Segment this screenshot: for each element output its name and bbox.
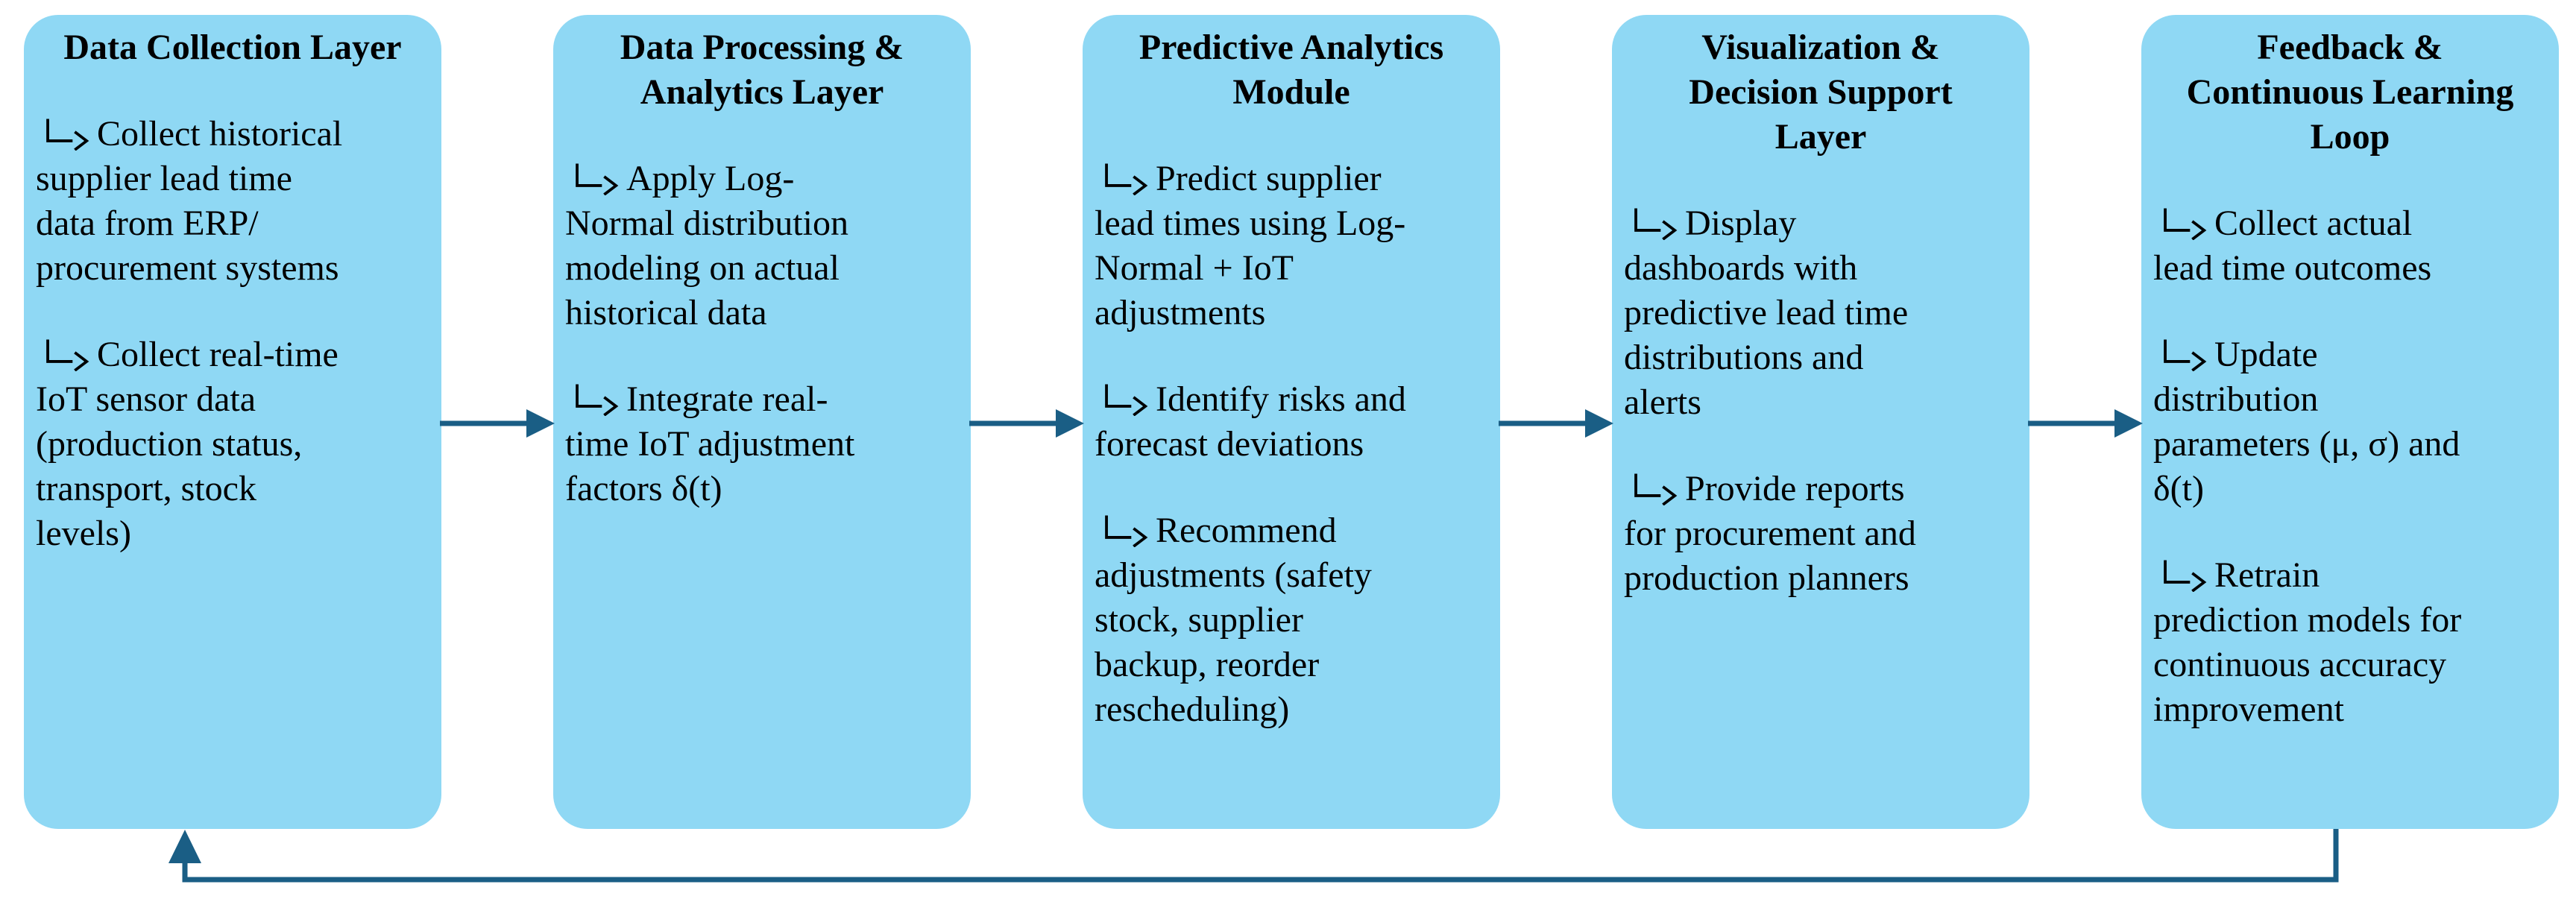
bullet-text: Collect historical supplier lead time da… [36,114,343,288]
bullet-item: Apply Log- Normal distribution modeling … [565,157,959,335]
box-title: Feedback & Continuous Learning Loop [2186,28,2514,157]
branch-arrow-icon [1105,515,1148,547]
box-data-processing-analytics-layer: Data Processing & Analytics Layer Apply … [553,15,971,829]
bullet-item: Integrate real- time IoT adjustment fact… [565,377,959,511]
bullet-text: Collect actual lead time outcomes [2153,204,2432,288]
flow-arrow-box2-to-box3 [969,409,1084,438]
branch-arrow-icon [1105,384,1148,416]
feedback-loop-arrow [169,829,2339,883]
box-title: Data Collection Layer [63,28,402,67]
bullet-item: Recommend adjustments (safety stock, sup… [1095,508,1488,732]
box-title: Data Processing & Analytics Layer [620,28,904,112]
bullet-text: Retrain prediction models for continuous… [2153,555,2462,729]
bullet-text: Provide reports for procurement and prod… [1624,469,1916,598]
branch-arrow-icon [2164,339,2207,371]
branch-arrow-icon [1634,208,1678,240]
bullet-item: Predict supplier lead times using Log- N… [1095,157,1488,335]
bullet-item: Retrain prediction models for continuous… [2153,553,2547,732]
bullet-text: Update distribution parameters (μ, σ) an… [2153,335,2460,508]
bullet-item: Provide reports for procurement and prod… [1624,467,2018,601]
bullet-item: Collect actual lead time outcomes [2153,201,2547,291]
flow-arrow-box4-to-box5 [2028,409,2143,438]
flow-arrow-box3-to-box4 [1499,409,1613,438]
branch-arrow-icon [2164,208,2207,240]
box-data-collection-layer: Data Collection Layer Collect historical… [24,15,441,829]
bullet-text: Integrate real- time IoT adjustment fact… [565,379,855,508]
branch-arrow-icon [1105,163,1148,195]
bullet-item: Collect real-time IoT sensor data (produ… [36,332,429,556]
bullet-text: Identify risks and forecast deviations [1095,379,1406,464]
box-title: Visualization & Decision Support Layer [1689,28,1953,157]
flow-arrow-box1-to-box2 [440,409,555,438]
bullet-text: Collect real-time IoT sensor data (produ… [36,335,338,553]
bullet-text: Predict supplier lead times using Log- N… [1095,159,1406,332]
bullet-text: Apply Log- Normal distribution modeling … [565,159,848,332]
box-predictive-analytics-module: Predictive Analytics Module Predict supp… [1083,15,1500,829]
bullet-item: Collect historical supplier lead time da… [36,112,429,291]
bullet-item: Identify risks and forecast deviations [1095,377,1488,467]
branch-arrow-icon [2164,560,2207,592]
bullet-item: Display dashboards with predictive lead … [1624,201,2018,425]
branch-arrow-icon [1634,473,1678,505]
bullet-text: Recommend adjustments (safety stock, sup… [1095,511,1372,729]
branch-arrow-icon [576,163,619,195]
branch-arrow-icon [46,119,89,151]
bullet-item: Update distribution parameters (μ, σ) an… [2153,332,2547,511]
box-title: Predictive Analytics Module [1139,28,1444,112]
branch-arrow-icon [576,384,619,416]
box-feedback-continuous-learning-loop: Feedback & Continuous Learning Loop Coll… [2141,15,2559,829]
bullet-text: Display dashboards with predictive lead … [1624,204,1909,422]
branch-arrow-icon [46,339,89,371]
box-visualization-decision-support-layer: Visualization & Decision Support Layer D… [1612,15,2029,829]
